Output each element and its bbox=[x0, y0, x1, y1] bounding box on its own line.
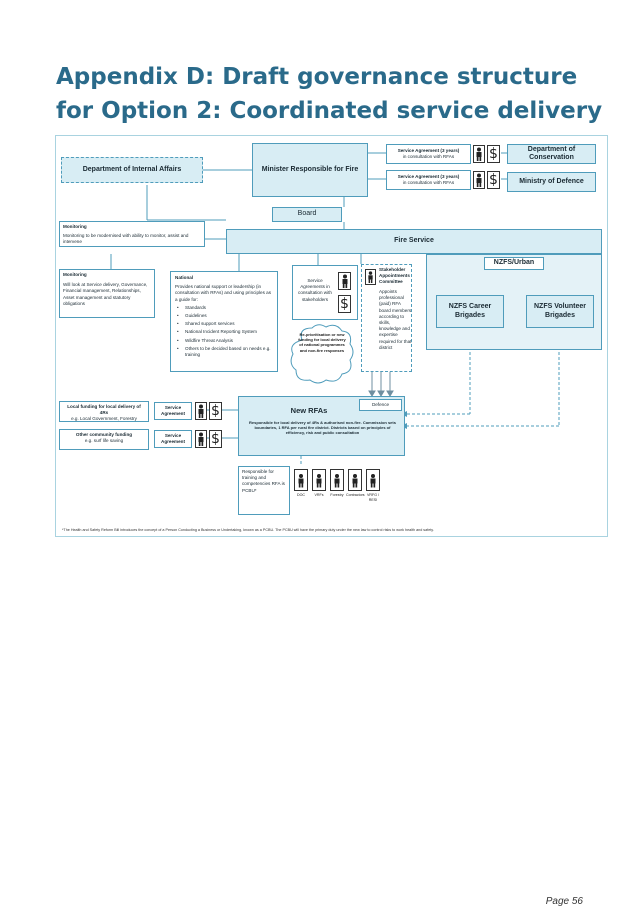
service-agreement-local-label: Service Agreement bbox=[161, 404, 185, 416]
monitoring-box-1: Monitoring Monitoring to be modernised w… bbox=[59, 221, 205, 247]
stakeholder-heading: Stakeholder Appointments Committee bbox=[379, 267, 410, 285]
mod-box: Ministry of Defence bbox=[507, 172, 596, 192]
person-label: DOC bbox=[297, 493, 305, 497]
list-item: Wildfire Threat Analysis bbox=[175, 338, 273, 344]
dia-box: Department of Internal Affairs bbox=[61, 157, 203, 183]
stakeholder-body: Appoints professional (paid) RFA board m… bbox=[379, 289, 412, 350]
board-label: Board bbox=[297, 210, 317, 218]
nzfs-volunteer-label: NZFS Volunteer Brigades bbox=[534, 303, 586, 319]
person-label: VRFG / RESI bbox=[367, 493, 379, 502]
monitoring-1-body: Monitoring to be modernised with ability… bbox=[63, 233, 189, 245]
dollar-icon: $ bbox=[487, 145, 500, 163]
cloud-label: Re-prioritisation or new funding for loc… bbox=[298, 332, 346, 353]
new-rfas-body: Responsible for local delivery of 4Rs & … bbox=[249, 420, 396, 436]
footnote: *The Health and Safety Reform Bill intro… bbox=[62, 528, 434, 532]
monitoring-2-body: Will look at Service delivery, Governanc… bbox=[63, 282, 148, 306]
person-icon bbox=[294, 469, 308, 491]
responsible-label: Responsible for training and competencie… bbox=[242, 469, 285, 493]
fire-service-label: Fire Service bbox=[394, 237, 434, 245]
service-agreement-other-label: Service Agreement bbox=[161, 432, 185, 444]
monitoring-box-2: Monitoring Will look at Service delivery… bbox=[59, 269, 155, 318]
person-icon bbox=[365, 269, 376, 285]
dollar-icon: $ bbox=[209, 430, 222, 448]
defence-box: Defence bbox=[359, 399, 402, 411]
cloud-shape bbox=[290, 324, 354, 384]
dollar-icon: $ bbox=[338, 295, 351, 313]
nzfs-volunteer-box: NZFS Volunteer Brigades bbox=[526, 295, 594, 328]
national-heading: National bbox=[175, 275, 194, 280]
service-agreement-mod-box: Service Agreement (3 years) in consultat… bbox=[386, 170, 471, 190]
person-icon bbox=[348, 469, 362, 491]
dollar-icon: $ bbox=[209, 402, 222, 420]
service-agreement-other-box: Service Agreement bbox=[154, 430, 192, 448]
title-line-1: Appendix D: Draft governance structure bbox=[56, 64, 578, 90]
person-icon bbox=[195, 402, 207, 420]
minister-label: Minister Responsible for Fire bbox=[261, 165, 359, 173]
nzfs-urban-label: NZFS/Urban bbox=[493, 259, 535, 267]
title-line-2: for Option 2: Coordinated service delive… bbox=[56, 98, 603, 124]
service-agreement-local-box: Service Agreement bbox=[154, 402, 192, 420]
nzfs-career-label: NZFS Career Brigades bbox=[448, 303, 492, 319]
service-agreement-mod-title: Service Agreement (3 years) bbox=[397, 174, 460, 179]
list-item: Guidelines bbox=[175, 313, 273, 319]
person-icon bbox=[338, 272, 351, 290]
local-funding-box: Local funding for local delivery of 4Rs … bbox=[59, 401, 149, 422]
other-funding-sub: e.g. surf life saving bbox=[84, 438, 124, 444]
person-icon bbox=[330, 469, 344, 491]
minister-box: Minister Responsible for Fire bbox=[252, 143, 368, 197]
local-funding-heading: Local funding for local delivery of 4Rs bbox=[67, 404, 141, 416]
list-item: Shared support services bbox=[175, 321, 273, 327]
person-label: Contractors bbox=[346, 493, 365, 497]
fire-service-box: Fire Service bbox=[226, 229, 602, 254]
person-icon bbox=[473, 145, 485, 163]
list-item: Others to be decided based on needs e.g.… bbox=[175, 346, 273, 358]
national-list: Standards Guidelines Shared support serv… bbox=[175, 305, 273, 358]
monitoring-2-heading: Monitoring bbox=[63, 272, 87, 277]
service-agreement-doc-box: Service Agreement (3 years) in consultat… bbox=[386, 144, 471, 164]
responsible-box: Responsible for training and competencie… bbox=[238, 466, 290, 515]
person-icon bbox=[195, 430, 207, 448]
dia-label: Department of Internal Affairs bbox=[82, 165, 182, 173]
nzfs-urban-box: NZFS/Urban bbox=[484, 257, 544, 270]
person-label: VRFs bbox=[314, 493, 324, 497]
list-item: National Incident Reporting System bbox=[175, 329, 273, 335]
person-icon bbox=[473, 171, 485, 189]
nzfs-career-box: NZFS Career Brigades bbox=[436, 295, 504, 328]
other-funding-box: Other community funding e.g. surf life s… bbox=[59, 429, 149, 450]
mod-label: Ministry of Defence bbox=[519, 177, 584, 185]
service-agreements-box: Service Agreements in consultation with … bbox=[292, 265, 358, 320]
national-intro: Provides national support or leadership … bbox=[175, 284, 272, 302]
defence-label: Defence bbox=[371, 401, 390, 407]
doc-label: Department of Conservation bbox=[527, 145, 576, 162]
monitoring-1-heading: Monitoring bbox=[63, 224, 87, 229]
service-agreement-mod-sub: in consultation with RFAs bbox=[402, 180, 455, 186]
page-number: Page 56 bbox=[545, 896, 583, 907]
service-agreement-doc-sub: in consultation with RFAs bbox=[402, 154, 455, 160]
person-icon bbox=[366, 469, 380, 491]
national-box: National Provides national support or le… bbox=[170, 271, 278, 372]
local-funding-sub: e.g. Local Government, Forestry bbox=[71, 416, 137, 422]
new-rfas-heading: New RFAs bbox=[290, 406, 328, 415]
board-box: Board bbox=[272, 207, 342, 222]
service-agreement-doc-title: Service Agreement (3 years) bbox=[397, 148, 460, 153]
stakeholder-box: Stakeholder Appointments Committee Appoi… bbox=[361, 264, 412, 372]
governance-diagram: Department of Internal Affairs Minister … bbox=[55, 135, 608, 537]
doc-box: Department of Conservation bbox=[507, 144, 596, 164]
person-icon bbox=[312, 469, 326, 491]
service-agreements-label: Service Agreements in consultation with … bbox=[298, 278, 332, 302]
dollar-icon: $ bbox=[487, 171, 500, 189]
person-label: Forestry bbox=[330, 493, 344, 497]
list-item: Standards bbox=[175, 305, 273, 311]
other-funding-heading: Other community funding bbox=[75, 432, 133, 437]
page-title: Appendix D: Draft governance structure f… bbox=[56, 60, 616, 128]
